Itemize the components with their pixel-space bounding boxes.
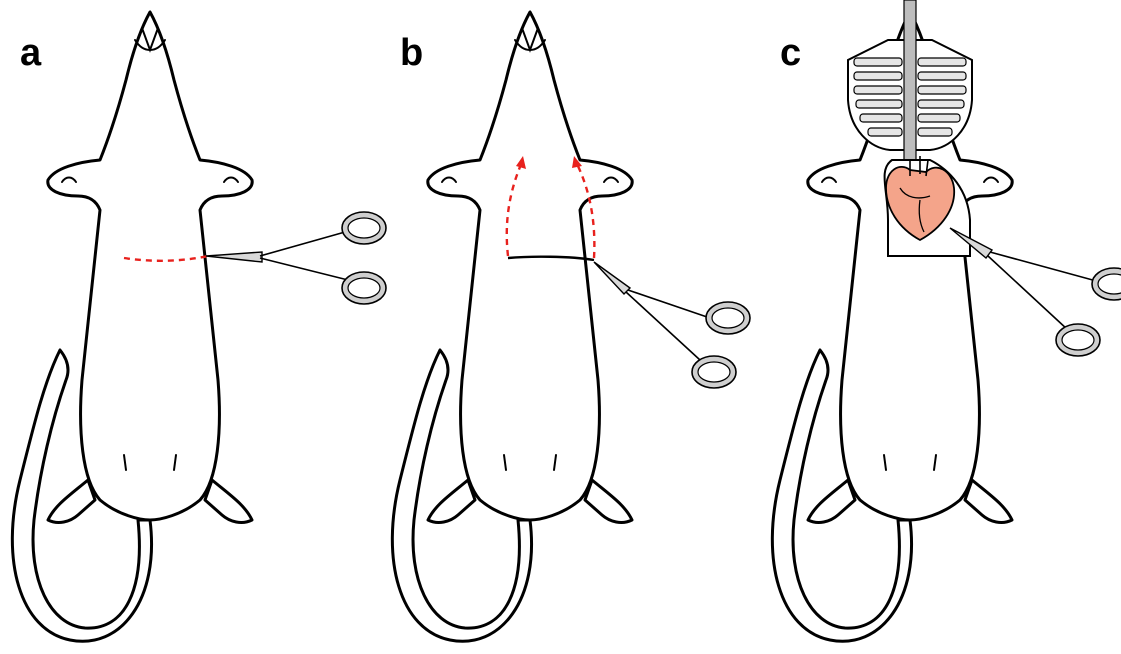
- rat-illustration-a: [0, 0, 374, 654]
- scissors: [594, 262, 750, 388]
- panel-b: b: [380, 0, 754, 654]
- rat-illustration-c: [760, 0, 1121, 654]
- panel-a: a: [0, 0, 374, 654]
- scissors: [950, 228, 1121, 356]
- rat-body: [392, 12, 632, 641]
- ribcage-flap: [848, 0, 972, 160]
- panel-c: c: [760, 0, 1121, 654]
- scissors: [206, 212, 386, 304]
- rat-body: [12, 12, 252, 641]
- rat-illustration-b: [380, 0, 754, 654]
